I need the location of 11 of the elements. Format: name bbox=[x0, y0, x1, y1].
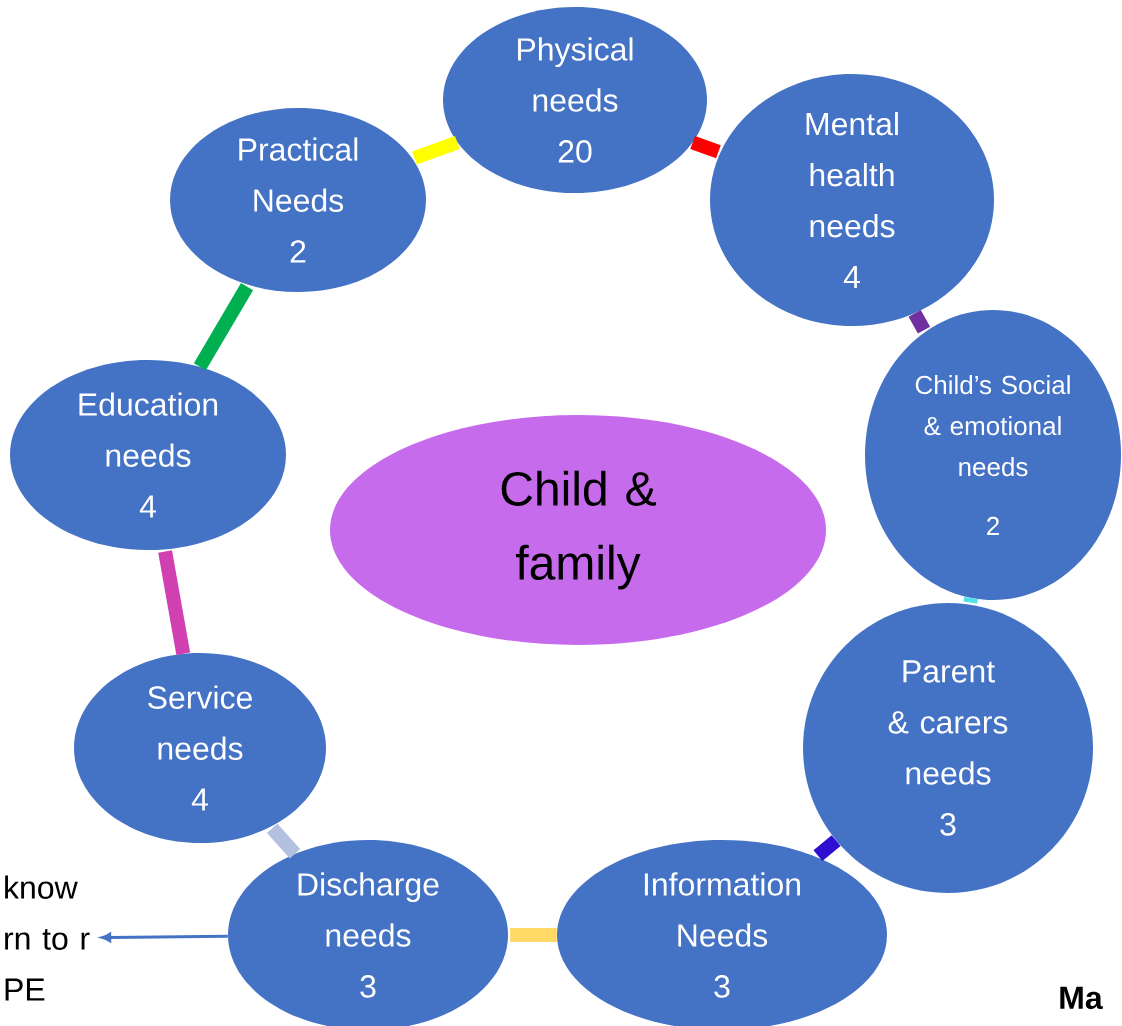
connector-bar bbox=[193, 283, 254, 371]
connector-bar bbox=[266, 823, 301, 859]
connector-bar bbox=[158, 550, 191, 655]
connector-bar bbox=[690, 135, 721, 159]
page-text: Ma bbox=[1060, 986, 1103, 1010]
connector-bar bbox=[813, 835, 841, 862]
connector-bar bbox=[963, 597, 978, 604]
note-text: know rn to r PE bbox=[5, 875, 90, 1001]
connector-bar bbox=[510, 928, 557, 942]
connector-bar bbox=[412, 135, 460, 165]
connector-bar bbox=[908, 309, 931, 334]
